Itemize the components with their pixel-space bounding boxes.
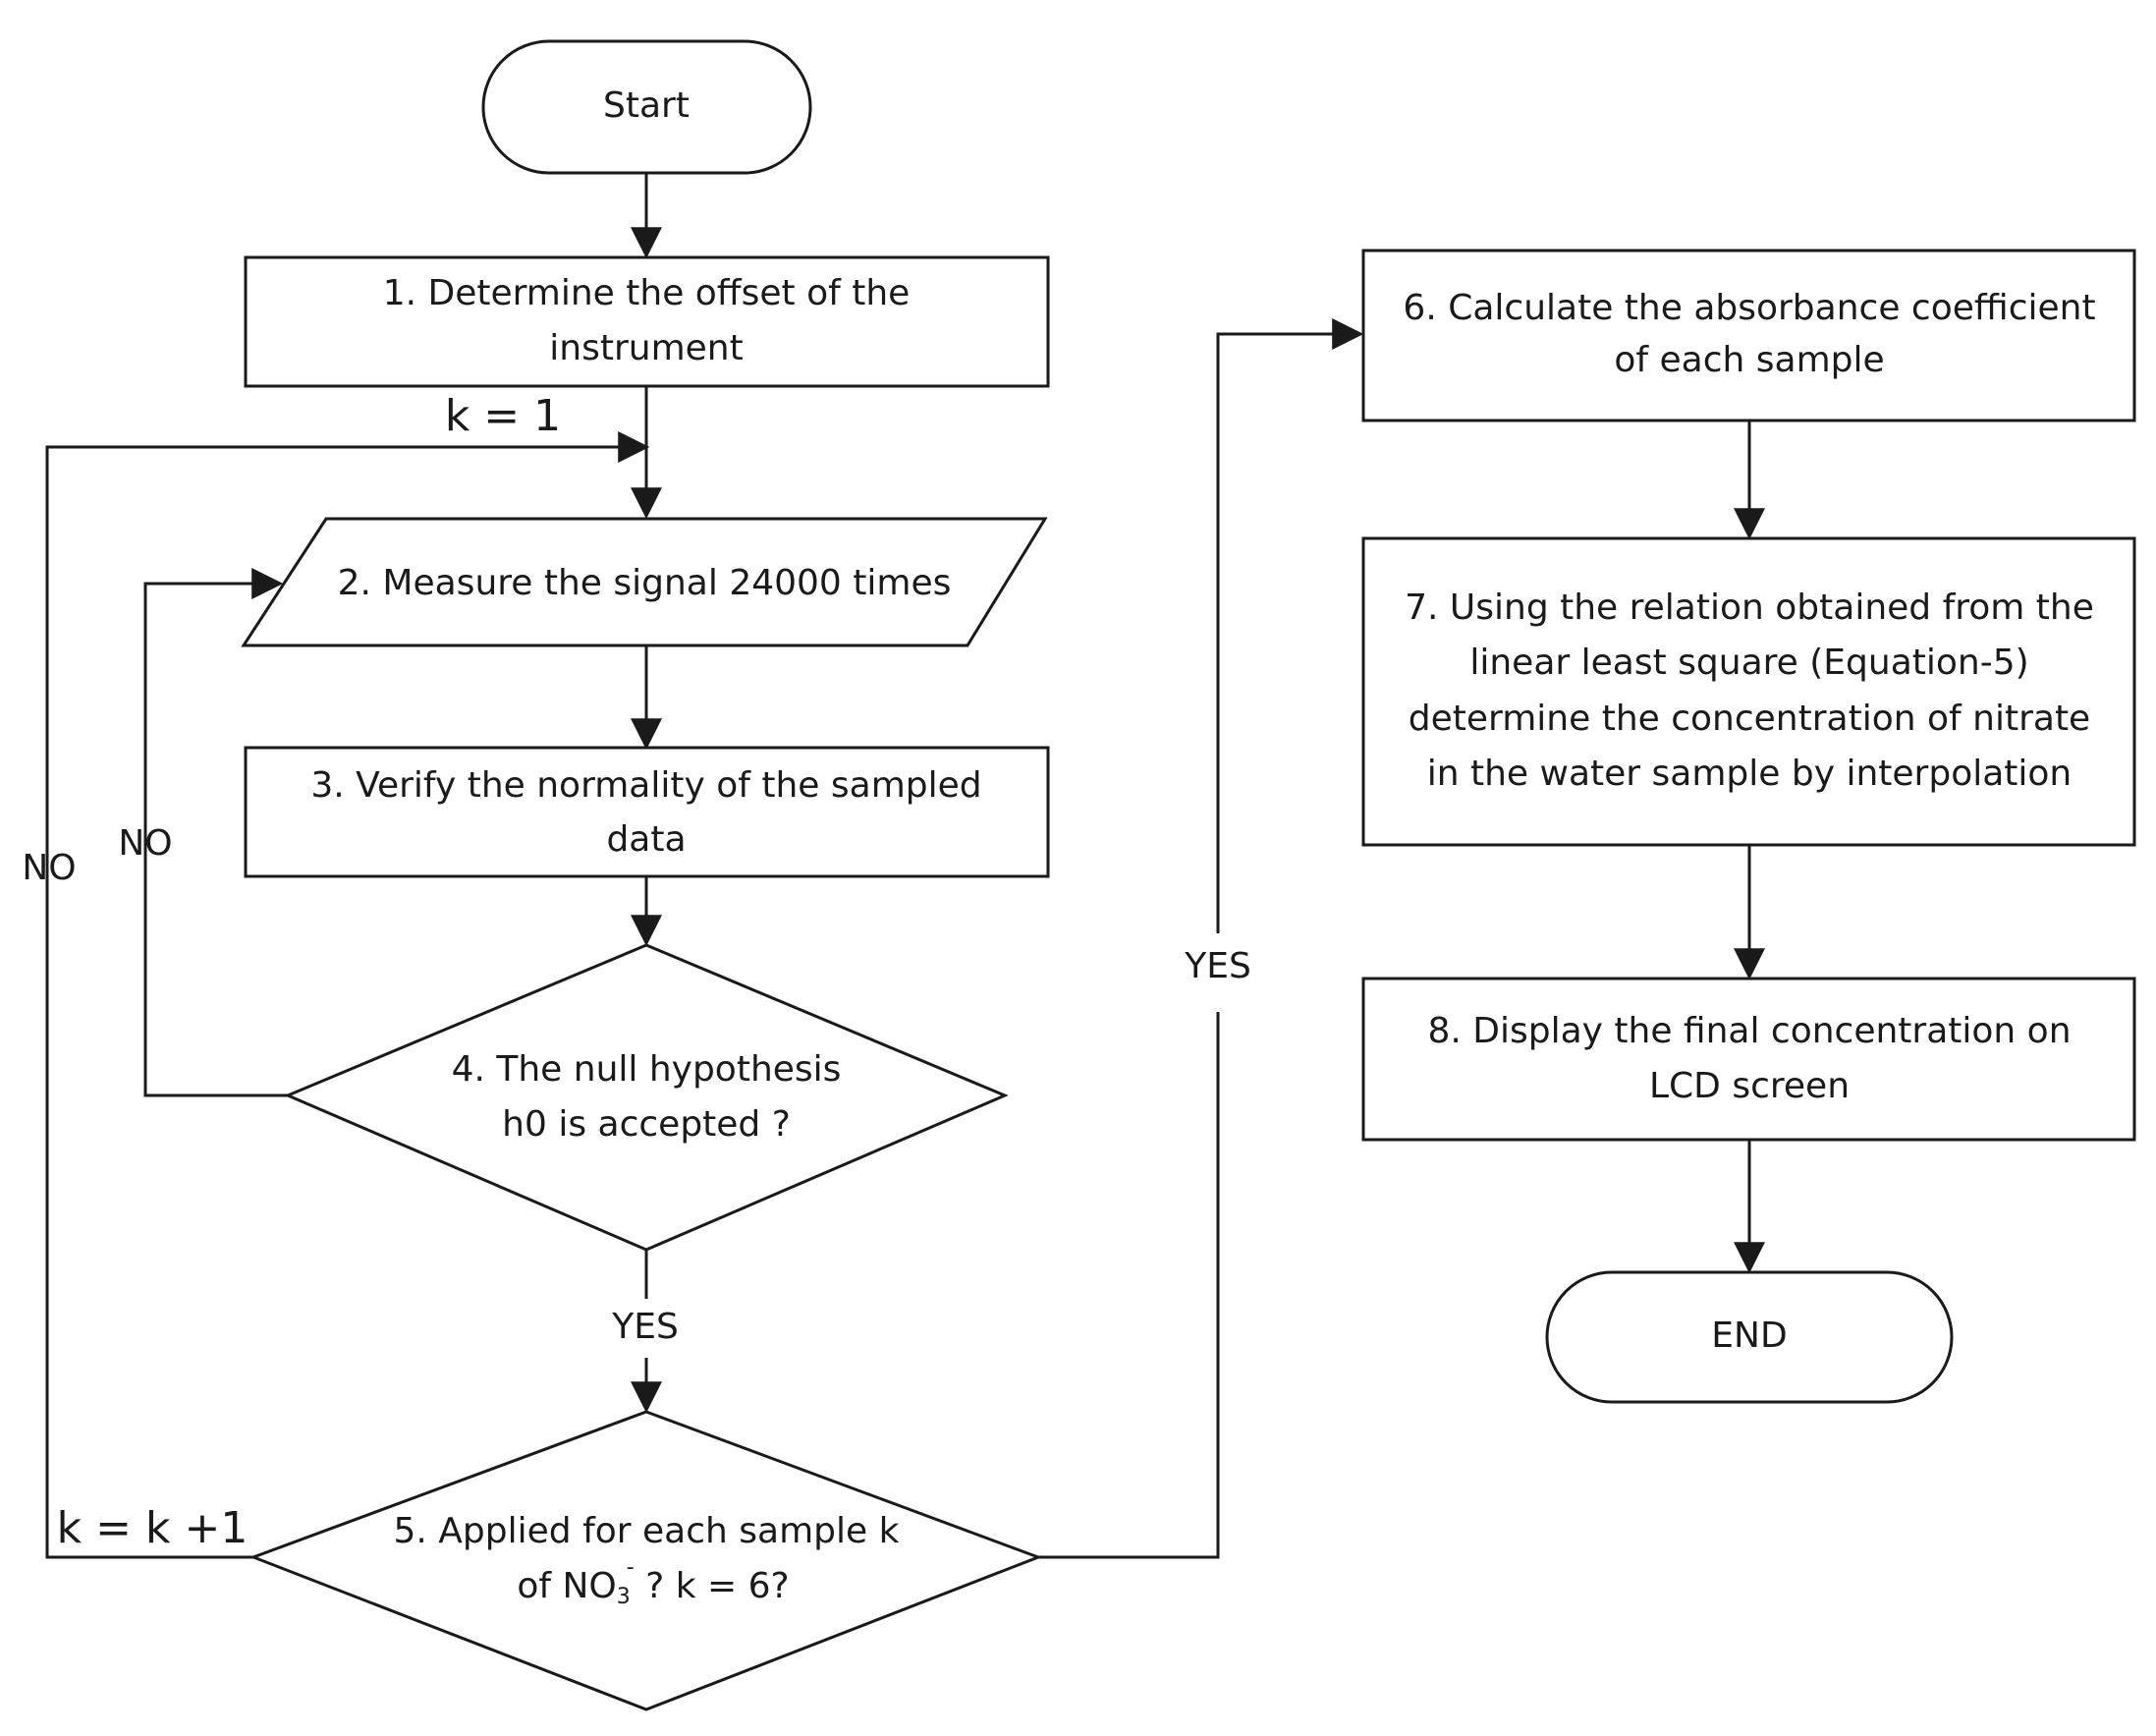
end-label: END [1711, 1316, 1787, 1356]
label-yes-step5: YES [1184, 946, 1251, 986]
step8-line2: LCD screen [1649, 1066, 1850, 1106]
node-step1: 1. Determine the offset of the instrumen… [244, 255, 1050, 388]
edge-labels: k = 1 k = k +1 NO NO YES YES [22, 391, 1250, 1553]
step5-line2: of NO3 - ? k = 6? [517, 1555, 789, 1609]
step5-line1: 5. Applied for each sample k [394, 1511, 900, 1551]
label-k-init: k = 1 [445, 391, 561, 441]
step3-line1: 3. Verify the normality of the sampled [310, 765, 981, 806]
step7-line2: linear least square (Equation-5) [1469, 643, 2028, 683]
step8-line1: 8. Display the final concentration on [1427, 1011, 2071, 1051]
label-k-increment: k = k +1 [57, 1503, 249, 1553]
node-step8: 8. Display the final concentration on LC… [1361, 977, 2136, 1142]
edges [45, 173, 1765, 1559]
edge-step5-no-loop [45, 431, 650, 1559]
start-label: Start [603, 85, 690, 126]
step6-line2: of each sample [1614, 340, 1884, 380]
step7-line3: determine the concentration of nitrate [1409, 699, 2090, 739]
node-step7: 7. Using the relation obtained from the … [1361, 536, 2136, 847]
step2-label: 2. Measure the signal 24000 times [338, 563, 952, 603]
step7-line1: 7. Using the relation obtained from the [1405, 588, 2094, 628]
step5-line2-post: ? k = 6? [635, 1566, 790, 1606]
step4-line1: 4. The null hypothesis [452, 1049, 842, 1090]
step6-line1: 6. Calculate the absorbance coefficient [1403, 288, 2095, 328]
node-step2: 2. Measure the signal 24000 times [241, 517, 1048, 647]
step5-line2-pre: of NO [517, 1566, 616, 1606]
node-step5: 5. Applied for each sample k of NO3 - ? k… [249, 1410, 1043, 1711]
step3-line2: data [606, 819, 686, 860]
node-step4: 4. The null hypothesis h0 is accepted ? [284, 943, 1009, 1252]
label-no-inner: NO [118, 823, 172, 864]
node-step3: 3. Verify the normality of the sampled d… [244, 746, 1050, 878]
label-no-outer: NO [22, 848, 76, 888]
step5-line2-sup: - [627, 1555, 635, 1580]
step1-line1: 1. Determine the offset of the [383, 273, 911, 313]
step7-line4: in the water sample by interpolation [1427, 754, 2073, 794]
edge-step5-yes-to-step6-top [1216, 318, 1364, 933]
step1-line2: instrument [549, 328, 743, 368]
step5-line2-sub: 3 [617, 1585, 631, 1609]
node-start: Start [481, 39, 812, 175]
node-step6: 6. Calculate the absorbance coefficient … [1361, 249, 2136, 422]
edge-step4-no-loop [143, 568, 288, 1097]
step4-line2: h0 is accepted ? [502, 1104, 791, 1145]
label-yes-step4: YES [611, 1307, 679, 1347]
edge-step5-yes-to-step6 [1038, 1012, 1220, 1559]
node-end: END [1545, 1270, 1954, 1404]
